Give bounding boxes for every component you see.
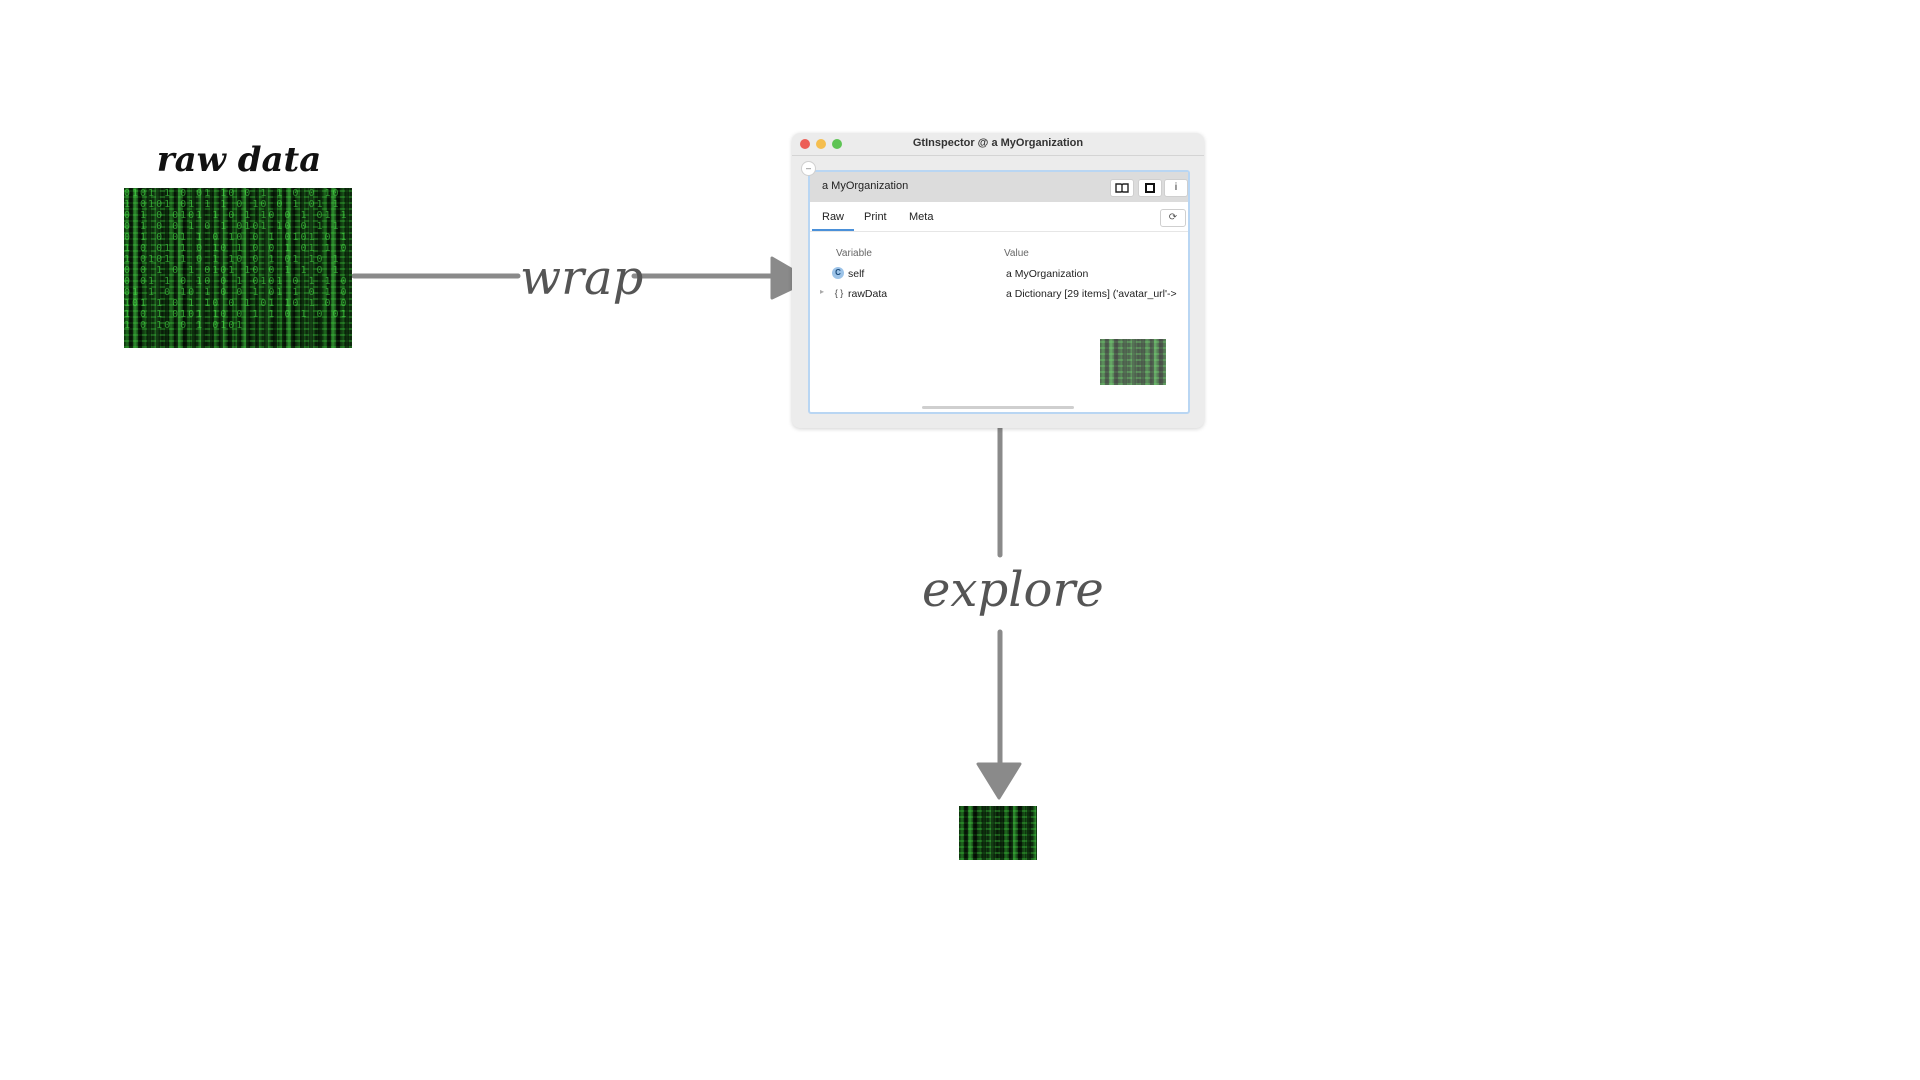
expand-triangle-icon[interactable]: ▸ (820, 287, 825, 296)
tab-raw[interactable]: Raw (822, 211, 845, 223)
gt-inspector-window: GtInspector @ a MyOrganization a MyOrgan… (792, 133, 1204, 428)
class-icon: C (832, 267, 844, 279)
variable-name: rawData (848, 288, 888, 300)
book-icon[interactable] (1110, 179, 1134, 197)
horizontal-scrollbar[interactable] (922, 406, 1074, 409)
minimize-window-button[interactable] (816, 139, 826, 149)
value-column-header: Value (1004, 248, 1029, 259)
tab-meta[interactable]: Meta (909, 211, 934, 223)
refresh-icon[interactable]: ⟳ (1160, 209, 1186, 227)
close-window-button[interactable] (800, 139, 810, 149)
active-tab-indicator (812, 229, 854, 231)
maximize-window-button[interactable] (832, 139, 842, 149)
window-titlebar: GtInspector @ a MyOrganization (792, 133, 1204, 156)
explore-arrowhead (976, 762, 1022, 800)
matrix-glyphs: 0101 1 0 01 10 0 1 1 0 0 10 1 0101 01 1 … (124, 188, 349, 331)
variable-column-header: Variable (836, 248, 872, 259)
wrap-label: wrap (520, 250, 644, 306)
window-title: GtInspector @ a MyOrganization (912, 137, 1084, 149)
variable-value: a Dictionary [29 items] ('avatar_url'-> (1006, 288, 1177, 300)
raw-data-thumbnail (1100, 339, 1166, 385)
tab-print[interactable]: Print (864, 211, 887, 223)
explored-data-matrix-image (959, 806, 1037, 860)
explore-label: explore (922, 562, 1104, 618)
pane-title: a MyOrganization (822, 180, 909, 192)
raw-data-matrix-image: 0101 1 0 01 10 0 1 1 0 0 10 1 0101 01 1 … (124, 188, 352, 348)
pane-header: a MyOrganization i (810, 172, 1188, 202)
square-icon[interactable] (1138, 179, 1162, 197)
table-row[interactable]: ▸ { } rawData a Dictionary [29 items] ('… (810, 285, 1188, 303)
inspector-tabs: Raw Print Meta ⟳ (810, 203, 1188, 232)
raw-data-label: raw data (156, 140, 322, 180)
info-icon[interactable]: i (1164, 179, 1188, 197)
variable-value: a MyOrganization (1006, 268, 1089, 280)
variable-name: self (848, 268, 865, 280)
collapse-icon[interactable]: – (801, 161, 816, 176)
dictionary-icon: { } (834, 288, 844, 298)
inspector-pane: a MyOrganization i Raw Print Meta ⟳ Vari… (808, 170, 1190, 414)
table-row[interactable]: C self a MyOrganization (810, 265, 1188, 283)
